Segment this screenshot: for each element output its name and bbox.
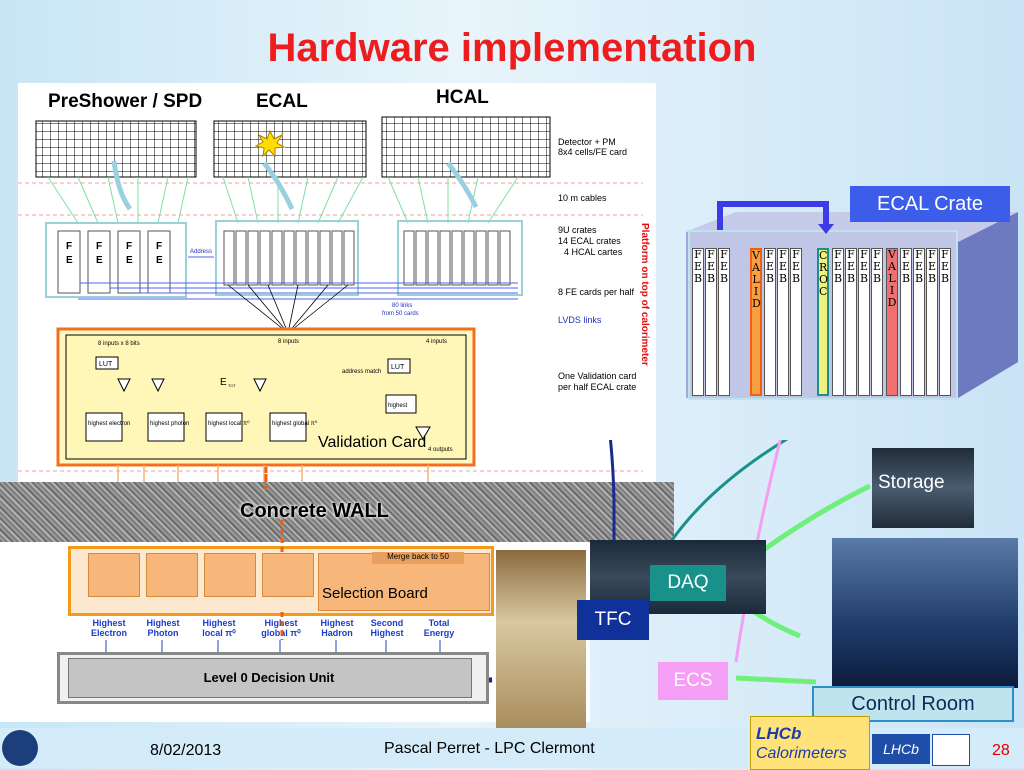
vc-lut-right: LUT: [391, 364, 405, 371]
svg-text:E: E: [156, 255, 163, 266]
vc-etot: E: [220, 377, 227, 388]
hcal-fe-rack: [397, 220, 523, 296]
vc-label: Validation Card: [318, 434, 426, 451]
level0-inner: [68, 658, 472, 698]
svg-text:F: F: [156, 241, 162, 252]
vc-etot-sub: TOT: [228, 383, 236, 388]
vc-inputs-4: 4 inputs: [426, 339, 447, 345]
tfc-box: TFC: [577, 600, 649, 640]
note-from-50-cards: from 50 cards: [382, 311, 419, 317]
note-per-half-crate: per half ECAL crate: [558, 382, 636, 392]
note-ecal-crates: 14 ECAL crates: [558, 236, 621, 246]
vc-block-local: highest local π⁰: [208, 420, 250, 427]
control-room-photo: [832, 538, 1018, 688]
output-highest-electron: Highest Electron: [90, 618, 127, 638]
selection-board-cell: [262, 553, 314, 597]
output-highest-local: Highest local π⁰: [202, 618, 236, 638]
vc-highest: highest: [388, 403, 408, 409]
page-number: 28: [992, 742, 1010, 759]
vc-block-global: highest global π⁰: [272, 420, 318, 427]
svg-text:E: E: [96, 255, 103, 266]
note-crates-9u: 9U crates: [558, 225, 597, 235]
preshower-fe-rack: [45, 222, 187, 298]
storage-photo: [872, 448, 974, 528]
note-80-links: 80 links: [392, 303, 412, 309]
ecal-header: ECAL: [256, 91, 308, 112]
address-note: Address: [190, 249, 212, 255]
vc-block-photon: highest photon: [150, 421, 189, 427]
footer-date: 8/02/2013: [150, 742, 222, 759]
svg-text:F: F: [126, 241, 132, 252]
level0-label: Level 0 Decision Unit: [203, 670, 335, 685]
ecal-crate-label: ECAL Crate: [850, 186, 1010, 222]
page-title: Hardware implementation: [267, 26, 757, 70]
note-cells-fe: 8x4 cells/FE card: [558, 147, 627, 157]
selection-board-label: Selection Board: [322, 585, 428, 602]
output-highest-hadron: Highest Hadron: [320, 618, 354, 638]
note-one-validation: One Validation card: [558, 371, 636, 381]
output-second-highest: Second Highest: [370, 618, 404, 638]
note-cables: 10 m cables: [558, 193, 607, 203]
note-detector-pm: Detector + PM: [558, 137, 616, 147]
svg-text:E: E: [126, 255, 133, 266]
lhcb-logo-line2: Calorimeters: [756, 745, 847, 762]
footer-author: Pascal Perret - LPC Clermont: [384, 740, 595, 757]
hcal-header: HCAL: [436, 87, 489, 108]
concrete-wall-label: Concrete WALL: [240, 500, 389, 522]
storage-label: Storage: [878, 472, 945, 493]
svg-text:F: F: [96, 241, 102, 252]
crate-link-arrow: [717, 201, 834, 234]
vc-lut-left: LUT: [99, 361, 113, 368]
vc-block-electron: highest electron: [88, 421, 130, 427]
cern-logo: [2, 730, 38, 766]
lhcb-calorimeters-logo: [750, 716, 870, 770]
vc-address-match: address match: [342, 369, 381, 375]
ecal-grid: [213, 120, 367, 178]
output-highest-photon: Highest Photon: [146, 618, 180, 638]
vc-outputs-4: 4 outputs: [428, 447, 453, 453]
lhcb-logo-line1: LHCb: [756, 724, 802, 743]
vc-inputs-8: 8 inputs: [278, 339, 299, 345]
lhcb-logo: LHCb: [872, 734, 930, 764]
output-total-energy: Total Energy: [423, 618, 455, 638]
ecs-box: ECS: [658, 662, 728, 700]
in2p3-logo: [932, 734, 970, 766]
star-icon: [254, 129, 286, 158]
selection-board-cell: [146, 553, 198, 597]
concrete-wall: [0, 482, 674, 542]
selection-board-cell: [88, 553, 140, 597]
note-fe-per-half: 8 FE cards per half: [558, 287, 635, 297]
note-hcal-cartes: 4 HCAL cartes: [564, 247, 623, 257]
ecal-fe-rack: [215, 220, 359, 296]
vc-inputs-8x8: 8 inputs x 8 bits: [98, 341, 140, 347]
svg-text:F: F: [66, 241, 72, 252]
platform-note: Platform on top of calorimeter: [639, 223, 650, 366]
merge-label: Merge back to 50: [372, 552, 464, 564]
electronics-photo: [496, 550, 586, 730]
trigger-diagram: PreShower / SPD ECAL HCAL: [18, 83, 656, 483]
daq-box: DAQ: [650, 565, 726, 601]
svg-text:E: E: [66, 255, 73, 266]
preshower-header: PreShower / SPD: [48, 91, 202, 112]
note-lvds: LVDS links: [558, 315, 602, 325]
hcal-grid: [381, 116, 551, 178]
selection-board-cell: [204, 553, 256, 597]
